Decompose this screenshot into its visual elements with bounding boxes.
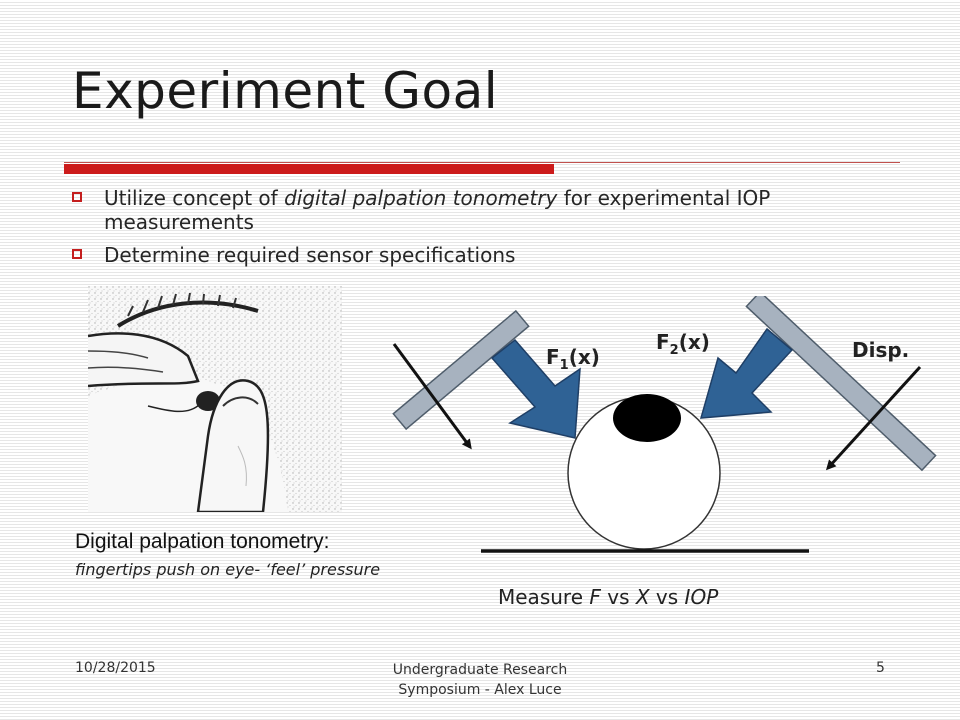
- square-bullet-icon: [72, 192, 82, 202]
- tonometry-diagram: [392, 296, 937, 553]
- force-label-2: F2(x): [656, 330, 710, 358]
- displacement-label: Disp.: [852, 338, 910, 362]
- bullet-text-italic: digital palpation tonometry: [284, 186, 558, 210]
- displacement-arrow-right: [825, 365, 922, 471]
- bullet-text-after: for experimental IOP measurements: [104, 186, 771, 234]
- cornea-ellipse: [613, 394, 681, 442]
- force-arrow-2: [699, 327, 794, 419]
- force-arrow-1: [490, 338, 581, 439]
- force-label-1: F1(x): [546, 345, 600, 373]
- figure-caption-title: Digital palpation tonometry:: [75, 530, 330, 553]
- slide-title: Experiment Goal: [72, 62, 499, 120]
- bullet-list: Utilize concept of digital palpation ton…: [70, 186, 890, 276]
- title-divider-accent: [64, 164, 554, 174]
- footer-page-number: 5: [876, 660, 885, 676]
- palpation-sketch-drawing: [87, 286, 342, 514]
- right-pressure-plate: [745, 296, 937, 472]
- measure-caption: Measure F vs X vs IOP: [498, 585, 719, 609]
- square-bullet-icon: [72, 249, 82, 259]
- bullet-text: Determine required sensor specifications: [104, 243, 516, 267]
- bullet-text-before: Utilize concept of: [104, 186, 285, 210]
- palpation-sketch-image: [87, 286, 342, 514]
- title-divider-thin: [64, 162, 900, 163]
- left-pressure-plate: [392, 309, 530, 431]
- bullet-item: Determine required sensor specifications: [70, 243, 890, 267]
- figure-caption-text: fingertips push on eye- ‘feel’ pressure: [75, 560, 381, 579]
- bullet-item: Utilize concept of digital palpation ton…: [70, 186, 890, 234]
- footer-date: 10/28/2015: [75, 660, 156, 676]
- displacement-arrow-left: [392, 343, 472, 450]
